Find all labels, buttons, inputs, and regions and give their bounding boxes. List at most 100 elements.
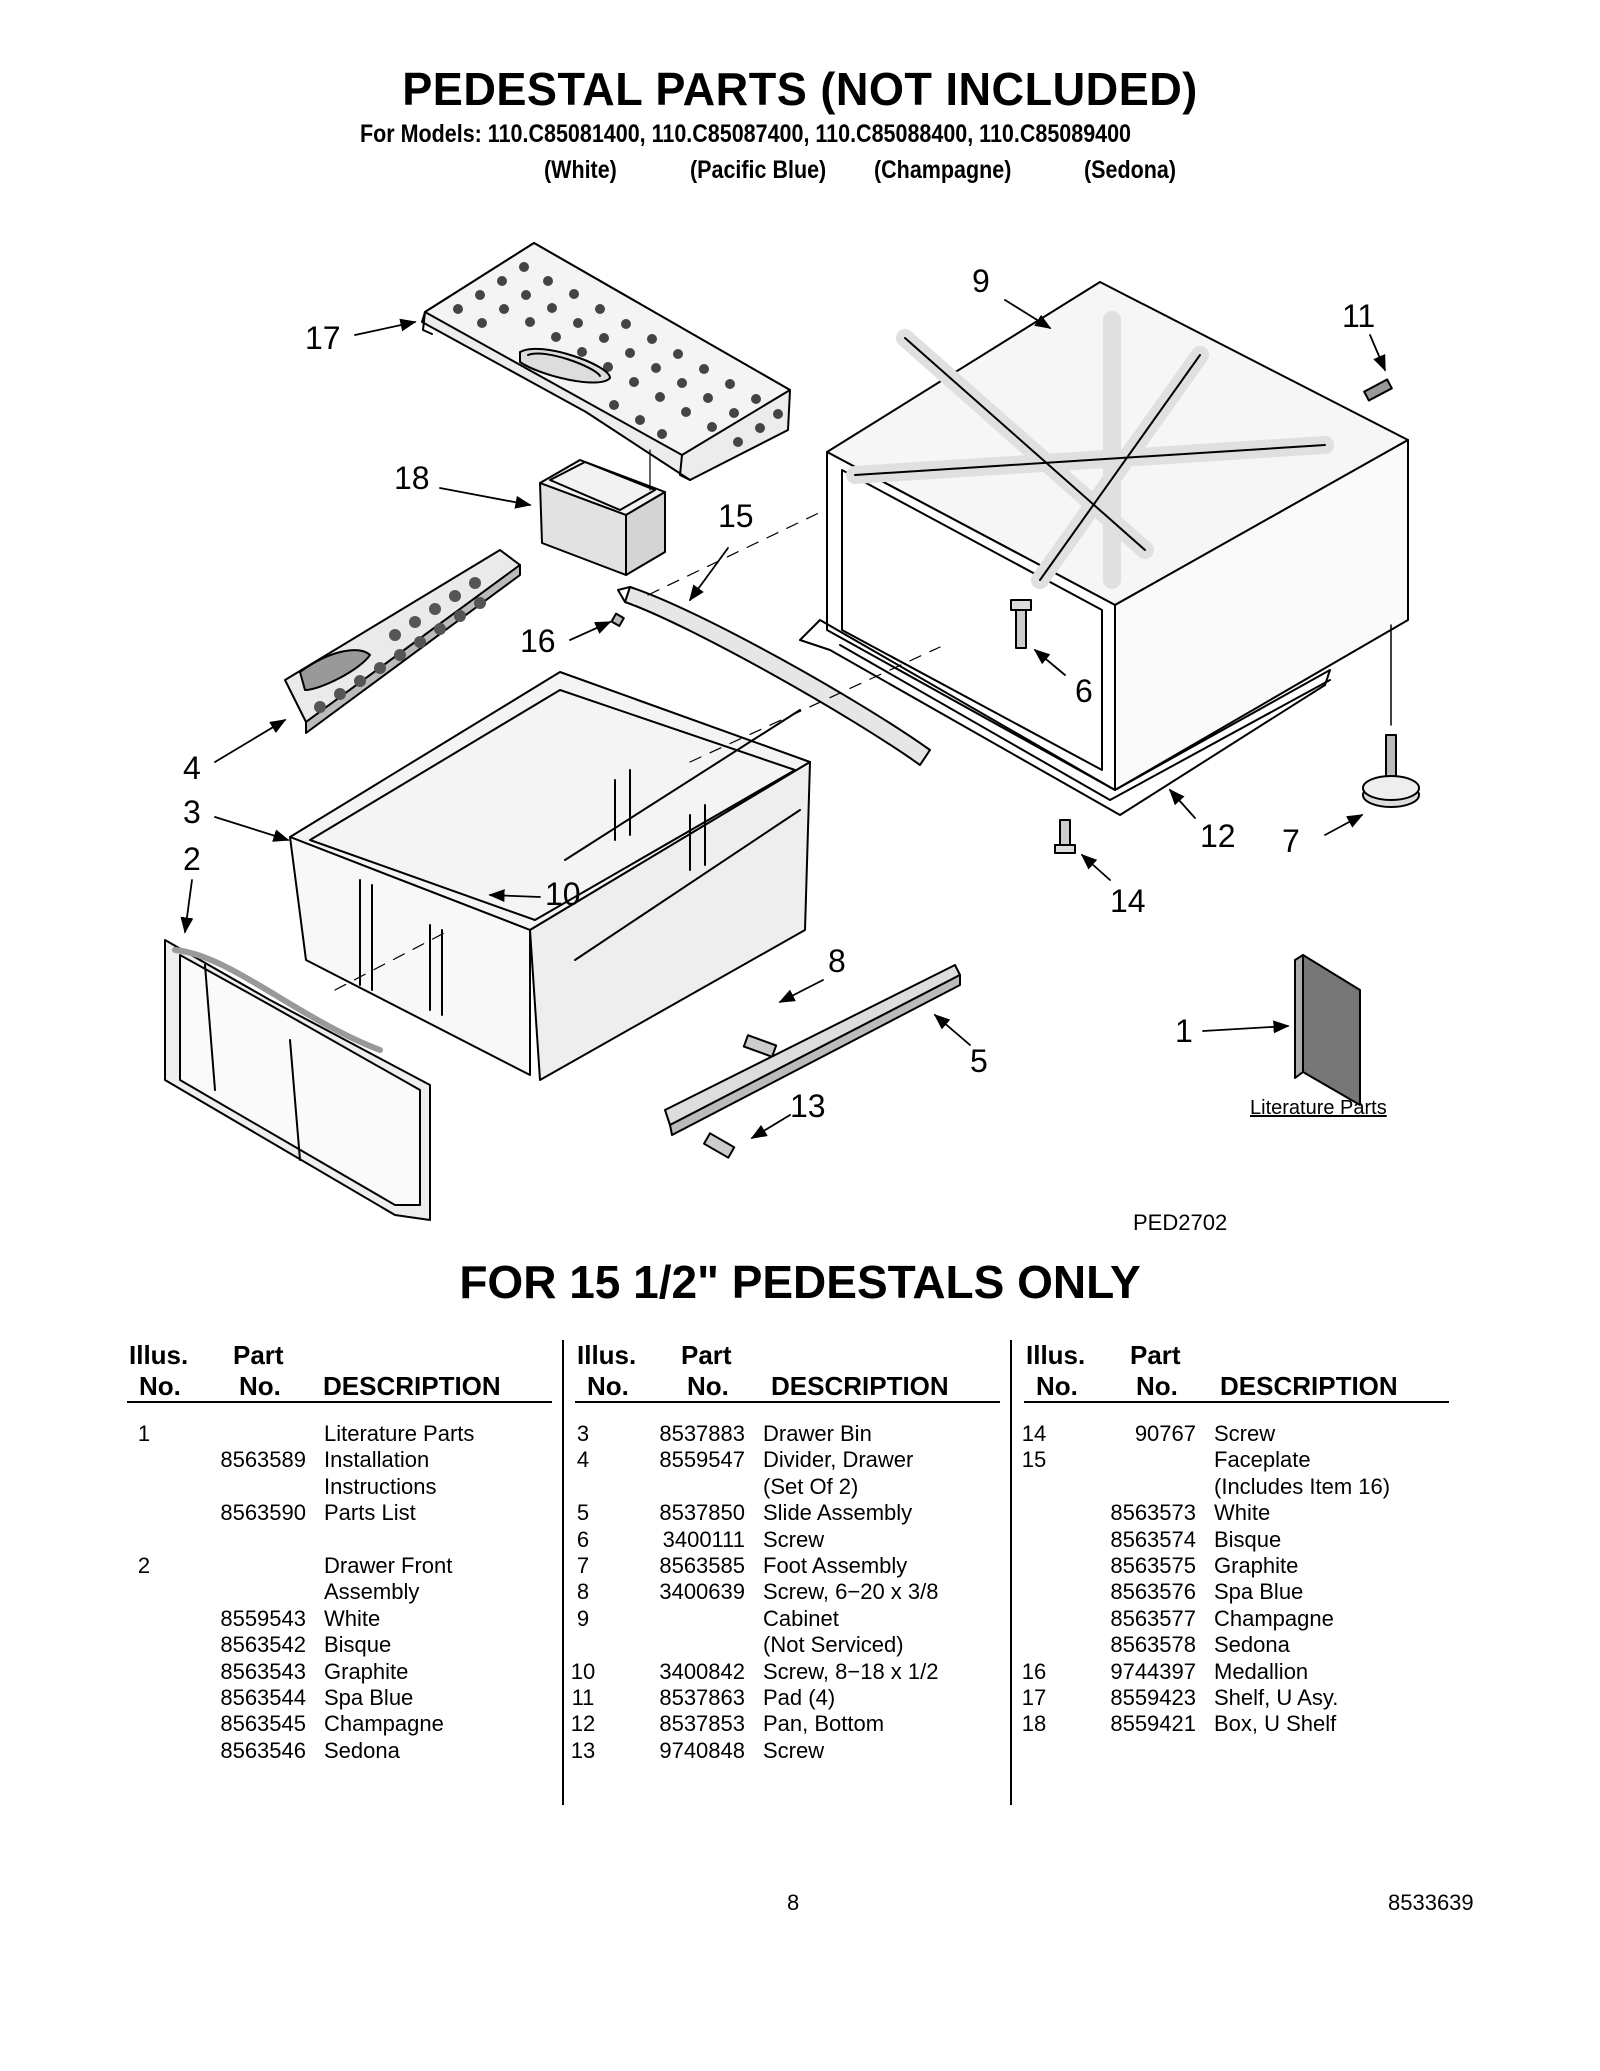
screw-8 [742, 1034, 778, 1058]
header-illus-top: Illus. [129, 1340, 189, 1370]
part-description: Foot Assembly [763, 1552, 908, 1578]
part-number: 3400111 [662, 1526, 745, 1552]
header-illus-bottom: No. [587, 1371, 629, 1401]
part-number: 8559543 [220, 1605, 306, 1631]
callout-17: 17 [305, 320, 341, 356]
part-description: Graphite [1214, 1552, 1299, 1578]
part-number: 8563577 [1110, 1605, 1196, 1631]
illus-number: 4 [576, 1447, 590, 1473]
part-number: 8563544 [220, 1684, 306, 1710]
part-description: Graphite [324, 1658, 409, 1684]
document-number: 8533639 [1388, 1890, 1474, 1915]
part-description: Sedona [324, 1737, 400, 1763]
part-description: Screw, 8−18 x 1/2 [763, 1658, 939, 1684]
foot-assembly [1362, 734, 1420, 808]
color-white: (White) [544, 156, 617, 184]
header-description: DESCRIPTION [771, 1371, 949, 1401]
illus-number: 10 [570, 1658, 596, 1684]
literature-parts-label: Literature Parts [1250, 1097, 1387, 1119]
screw-14 [1054, 819, 1076, 854]
screw-6 [1010, 599, 1032, 649]
callout-16: 16 [520, 623, 556, 659]
part-description: Pad (4) [763, 1684, 836, 1710]
illus-number: 9 [576, 1605, 590, 1631]
color-champagne: (Champagne) [874, 156, 1012, 184]
slide-assembly [664, 964, 961, 1136]
illus-number: 17 [1021, 1684, 1047, 1710]
part-description: Spa Blue [324, 1684, 414, 1710]
part-number: 9744397 [1110, 1658, 1196, 1684]
header-rule-1 [127, 1401, 552, 1403]
illus-number: 11 [571, 1684, 595, 1710]
callout-1: 1 [1175, 1013, 1193, 1049]
callout-12: 12 [1200, 818, 1236, 854]
column-divider-1 [562, 1340, 564, 1805]
part-number: 9740848 [659, 1737, 745, 1763]
page-number: 8 [787, 1890, 800, 1915]
part-description: Shelf, U Asy. [1214, 1684, 1339, 1710]
screw-13 [703, 1132, 736, 1159]
header-illus-top: Illus. [577, 1340, 637, 1370]
drawer-front [164, 939, 431, 1221]
part-description: Champagne [324, 1711, 444, 1737]
header-rule-3 [1024, 1401, 1449, 1403]
illus-number: 16 [1021, 1658, 1047, 1684]
part-description: Medallion [1214, 1658, 1309, 1684]
part-description: Divider, Drawer [763, 1447, 914, 1473]
callout-13: 13 [790, 1088, 826, 1124]
diagram-ref-code: PED2702 [1133, 1210, 1228, 1235]
part-description: Slide Assembly [763, 1500, 913, 1526]
illus-number: 7 [576, 1552, 590, 1578]
header-part-top: Part [1130, 1340, 1181, 1370]
part-number: 8563575 [1110, 1552, 1196, 1578]
part-description: Sedona [1214, 1632, 1290, 1658]
column-divider-2 [1010, 1340, 1012, 1805]
callout-15: 15 [718, 498, 754, 534]
part-number: 3400842 [659, 1658, 745, 1684]
part-description: Bisque [324, 1632, 392, 1658]
literature-parts [1294, 954, 1361, 1106]
part-number: 8563574 [1110, 1526, 1196, 1552]
header-part-bottom: No. [687, 1371, 729, 1401]
faceplate-part [610, 586, 931, 766]
part-number: 8563578 [1110, 1632, 1196, 1658]
part-number: 8563576 [1110, 1579, 1196, 1605]
part-description: (Includes Item 16) [1214, 1473, 1391, 1499]
illus-number: 8 [576, 1579, 590, 1605]
part-description: Cabinet [763, 1605, 839, 1631]
part-description: Champagne [1214, 1605, 1334, 1631]
header-description: DESCRIPTION [323, 1371, 501, 1401]
part-number: 8537883 [659, 1421, 745, 1446]
table-header-col2: Illus. No. Part No. DESCRIPTION [573, 1340, 1013, 1402]
illus-number: 13 [570, 1737, 596, 1763]
table-header-col1: Illus. No. Part No. DESCRIPTION [125, 1340, 565, 1402]
color-sedona: (Sedona) [1084, 156, 1176, 184]
callout-7: 7 [1282, 823, 1300, 859]
header-part-top: Part [681, 1340, 732, 1370]
part-number: 90767 [1134, 1421, 1196, 1446]
part-description: Instructions [324, 1473, 437, 1499]
part-description: Screw, 6−20 x 3/8 [763, 1579, 939, 1605]
part-number: 8563542 [220, 1632, 306, 1658]
illus-number: 12 [570, 1711, 596, 1737]
illus-number: 2 [137, 1552, 151, 1578]
header-part-top: Part [233, 1340, 284, 1370]
callout-14: 14 [1110, 883, 1146, 919]
part-number: 8563573 [1110, 1500, 1196, 1526]
callout-18: 18 [394, 460, 430, 496]
part-number: 8537850 [659, 1500, 745, 1526]
part-description: Screw [763, 1737, 825, 1763]
part-description: White [324, 1605, 381, 1631]
illus-number: 6 [576, 1526, 590, 1552]
part-description: Installation [324, 1447, 430, 1473]
callout-10: 10 [545, 876, 581, 912]
header-illus-top: Illus. [1026, 1340, 1086, 1370]
u-shelf-box [539, 459, 666, 576]
callout-6: 6 [1075, 673, 1093, 709]
part-number: 8559423 [1110, 1684, 1196, 1710]
part-description: Screw [1214, 1421, 1276, 1446]
part-number: 8563545 [220, 1711, 306, 1737]
models-line: For Models: 110.C85081400, 110.C85087400… [360, 120, 1132, 148]
part-number: 8563590 [220, 1500, 306, 1526]
part-number: 8563546 [220, 1737, 306, 1763]
